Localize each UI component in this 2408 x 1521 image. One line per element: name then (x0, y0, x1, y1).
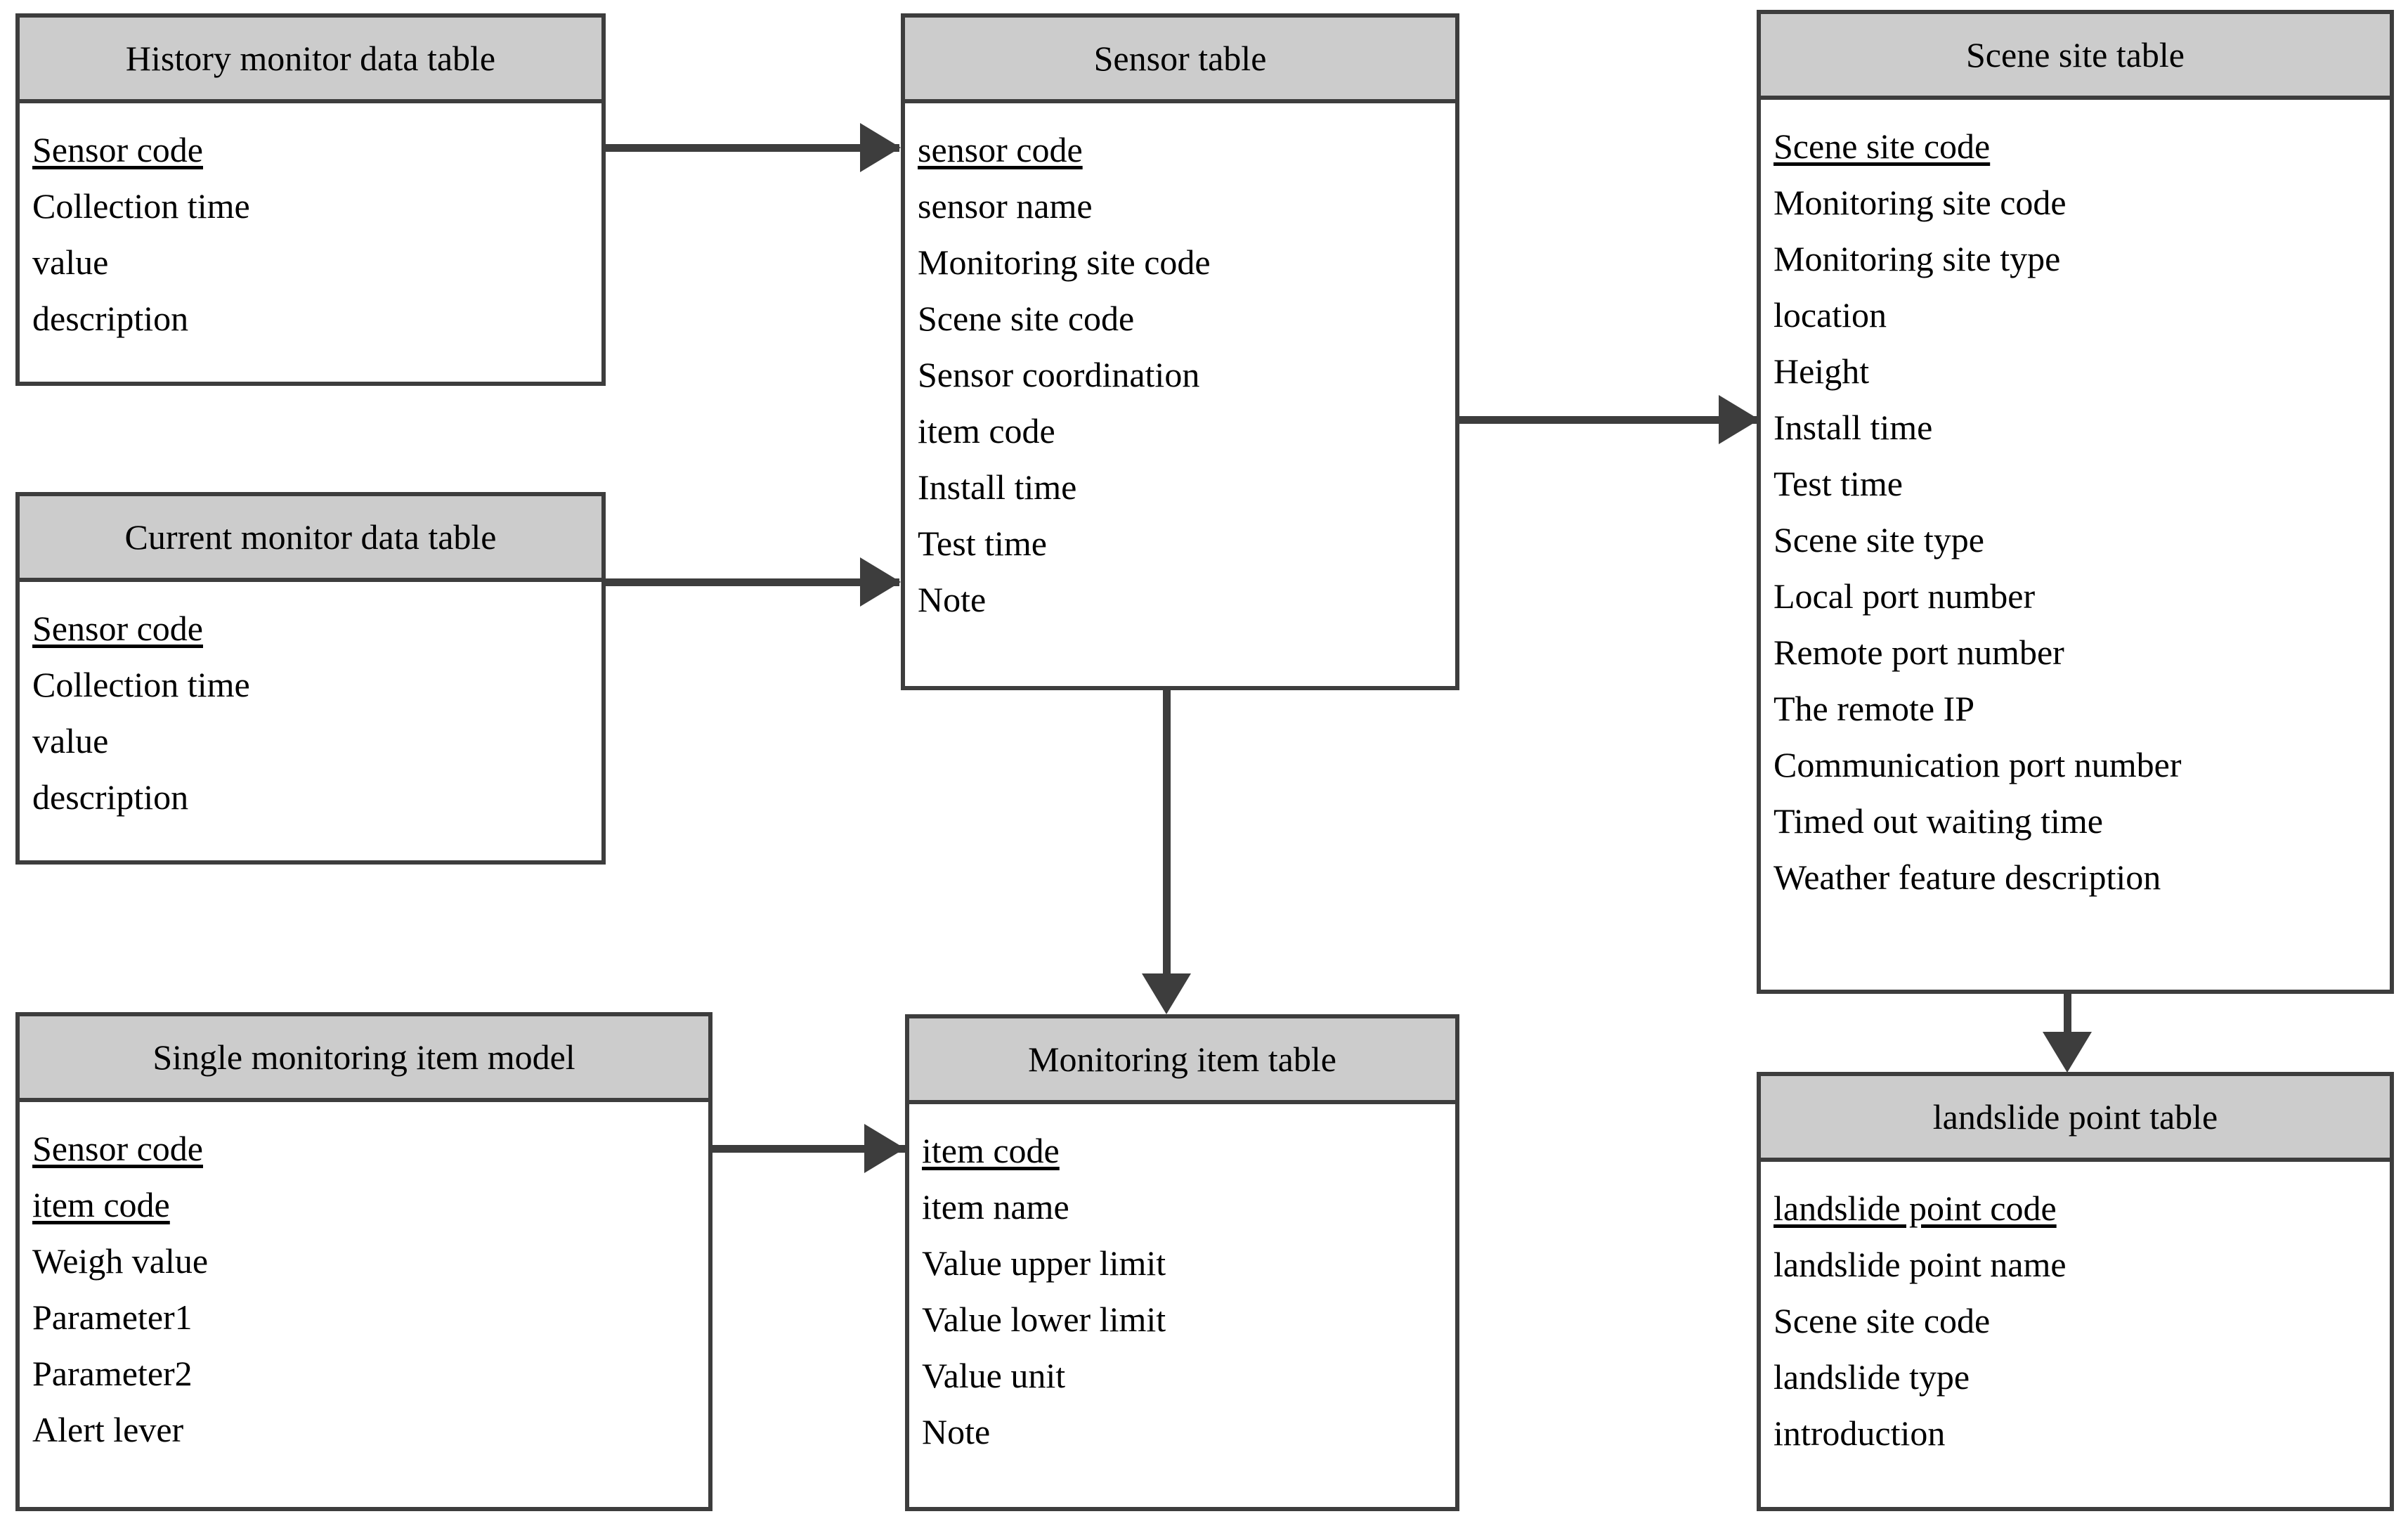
field-row: item code (32, 1185, 170, 1224)
arrowhead-scene-site-to-landslide-point (2043, 1032, 2092, 1073)
entity-current-monitor-data-table[interactable]: Current monitor data table Sensor code C… (15, 492, 606, 865)
field-row: Weigh value (32, 1241, 209, 1281)
entity-title-single-monitoring-item-model: Single monitoring item model (20, 1016, 708, 1102)
entity-title-sensor-table: Sensor table (905, 18, 1455, 103)
connector-sensor-to-scene-site (1454, 416, 1760, 424)
field-row: Value lower limit (922, 1300, 1166, 1339)
connector-scene-site-to-landslide-point (2064, 988, 2071, 1037)
field-row: Local port number (1774, 576, 2036, 616)
entity-fields-landslide-point-table: landslide point code landslide point nam… (1761, 1162, 2390, 1468)
field-row: Monitoring site code (1774, 183, 2067, 222)
entity-history-monitor-data-table[interactable]: History monitor data table Sensor code C… (15, 13, 606, 386)
field-row: Note (922, 1412, 991, 1451)
entity-fields-current-monitor-data-table: Sensor code Collection time value descri… (20, 582, 601, 832)
entity-scene-site-table[interactable]: Scene site table Scene site code Monitor… (1757, 10, 2394, 994)
entity-landslide-point-table[interactable]: landslide point table landslide point co… (1757, 1072, 2394, 1511)
field-row: value (32, 721, 109, 760)
field-row: description (32, 777, 189, 817)
entity-fields-monitoring-item-table: item code item name Value upper limit Va… (909, 1104, 1455, 1467)
entity-single-monitoring-item-model[interactable]: Single monitoring item model Sensor code… (15, 1012, 712, 1511)
field-row: Monitoring site type (1774, 239, 2061, 278)
field-row: sensor name (918, 186, 1093, 226)
entity-fields-history-monitor-data-table: Sensor code Collection time value descri… (20, 103, 601, 354)
field-row: Collection time (32, 186, 250, 226)
entity-sensor-table[interactable]: Sensor table sensor code sensor name Mon… (901, 13, 1459, 690)
field-row: Install time (1774, 408, 1933, 447)
entity-title-current-monitor-data-table: Current monitor data table (20, 496, 601, 582)
field-row: Communication port number (1774, 745, 2182, 784)
field-row: Scene site type (1774, 520, 1984, 559)
connector-sensor-to-monitoring-item (1163, 685, 1171, 977)
entity-title-history-monitor-data-table: History monitor data table (20, 18, 601, 103)
connector-history-to-sensor (601, 144, 899, 152)
arrowhead-single-model-to-monitoring-item (864, 1124, 905, 1173)
arrowhead-sensor-to-monitoring-item (1142, 973, 1191, 1014)
field-row: Test time (1774, 464, 1903, 503)
field-row: Value unit (922, 1356, 1066, 1395)
field-row: item code (918, 411, 1055, 451)
field-row: Height (1774, 351, 1870, 391)
field-row: introduction (1774, 1413, 1946, 1453)
field-row: description (32, 299, 189, 338)
field-row: Weather feature description (1774, 857, 2161, 897)
field-row: Parameter2 (32, 1354, 193, 1393)
field-row: Sensor coordination (918, 355, 1200, 394)
field-row: Alert lever (32, 1410, 184, 1449)
field-row: Collection time (32, 665, 250, 704)
field-row: Sensor code (32, 609, 203, 648)
connector-current-to-sensor (601, 578, 899, 586)
entity-title-monitoring-item-table: Monitoring item table (909, 1018, 1455, 1104)
field-row: landslide point code (1774, 1189, 2057, 1228)
entity-fields-single-monitoring-item-model: Sensor code item code Weigh value Parame… (20, 1102, 708, 1465)
entity-monitoring-item-table[interactable]: Monitoring item table item code item nam… (905, 1014, 1459, 1511)
field-row: The remote IP (1774, 689, 1975, 728)
entity-title-scene-site-table: Scene site table (1761, 14, 2390, 100)
arrowhead-current-to-sensor (860, 557, 901, 607)
field-row: Value upper limit (922, 1243, 1166, 1283)
field-row: Scene site code (1774, 127, 1991, 166)
entity-title-landslide-point-table: landslide point table (1761, 1076, 2390, 1162)
field-row: Monitoring site code (918, 242, 1211, 282)
field-row: landslide type (1774, 1357, 1970, 1397)
field-row: Test time (918, 524, 1047, 563)
entity-fields-scene-site-table: Scene site code Monitoring site code Mon… (1761, 100, 2390, 912)
field-row: Sensor code (32, 130, 203, 169)
field-row: Remote port number (1774, 633, 2064, 672)
field-row: landslide point name (1774, 1245, 2067, 1284)
field-row: item name (922, 1187, 1069, 1226)
field-row: Scene site code (1774, 1301, 1991, 1340)
field-row: Parameter1 (32, 1297, 193, 1337)
entity-fields-sensor-table: sensor code sensor name Monitoring site … (905, 103, 1455, 635)
field-row: Install time (918, 467, 1077, 507)
field-row: Timed out waiting time (1774, 801, 2103, 841)
arrowhead-history-to-sensor (860, 123, 901, 172)
field-row: Scene site code (918, 299, 1135, 338)
field-row: value (32, 242, 109, 282)
field-row: location (1774, 295, 1887, 335)
arrowhead-sensor-to-scene-site (1719, 395, 1759, 444)
field-row: Note (918, 580, 987, 619)
connector-single-model-to-monitoring-item (708, 1145, 905, 1153)
field-row: Sensor code (32, 1129, 203, 1168)
field-row: item code (922, 1131, 1060, 1170)
field-row: sensor code (918, 130, 1083, 169)
